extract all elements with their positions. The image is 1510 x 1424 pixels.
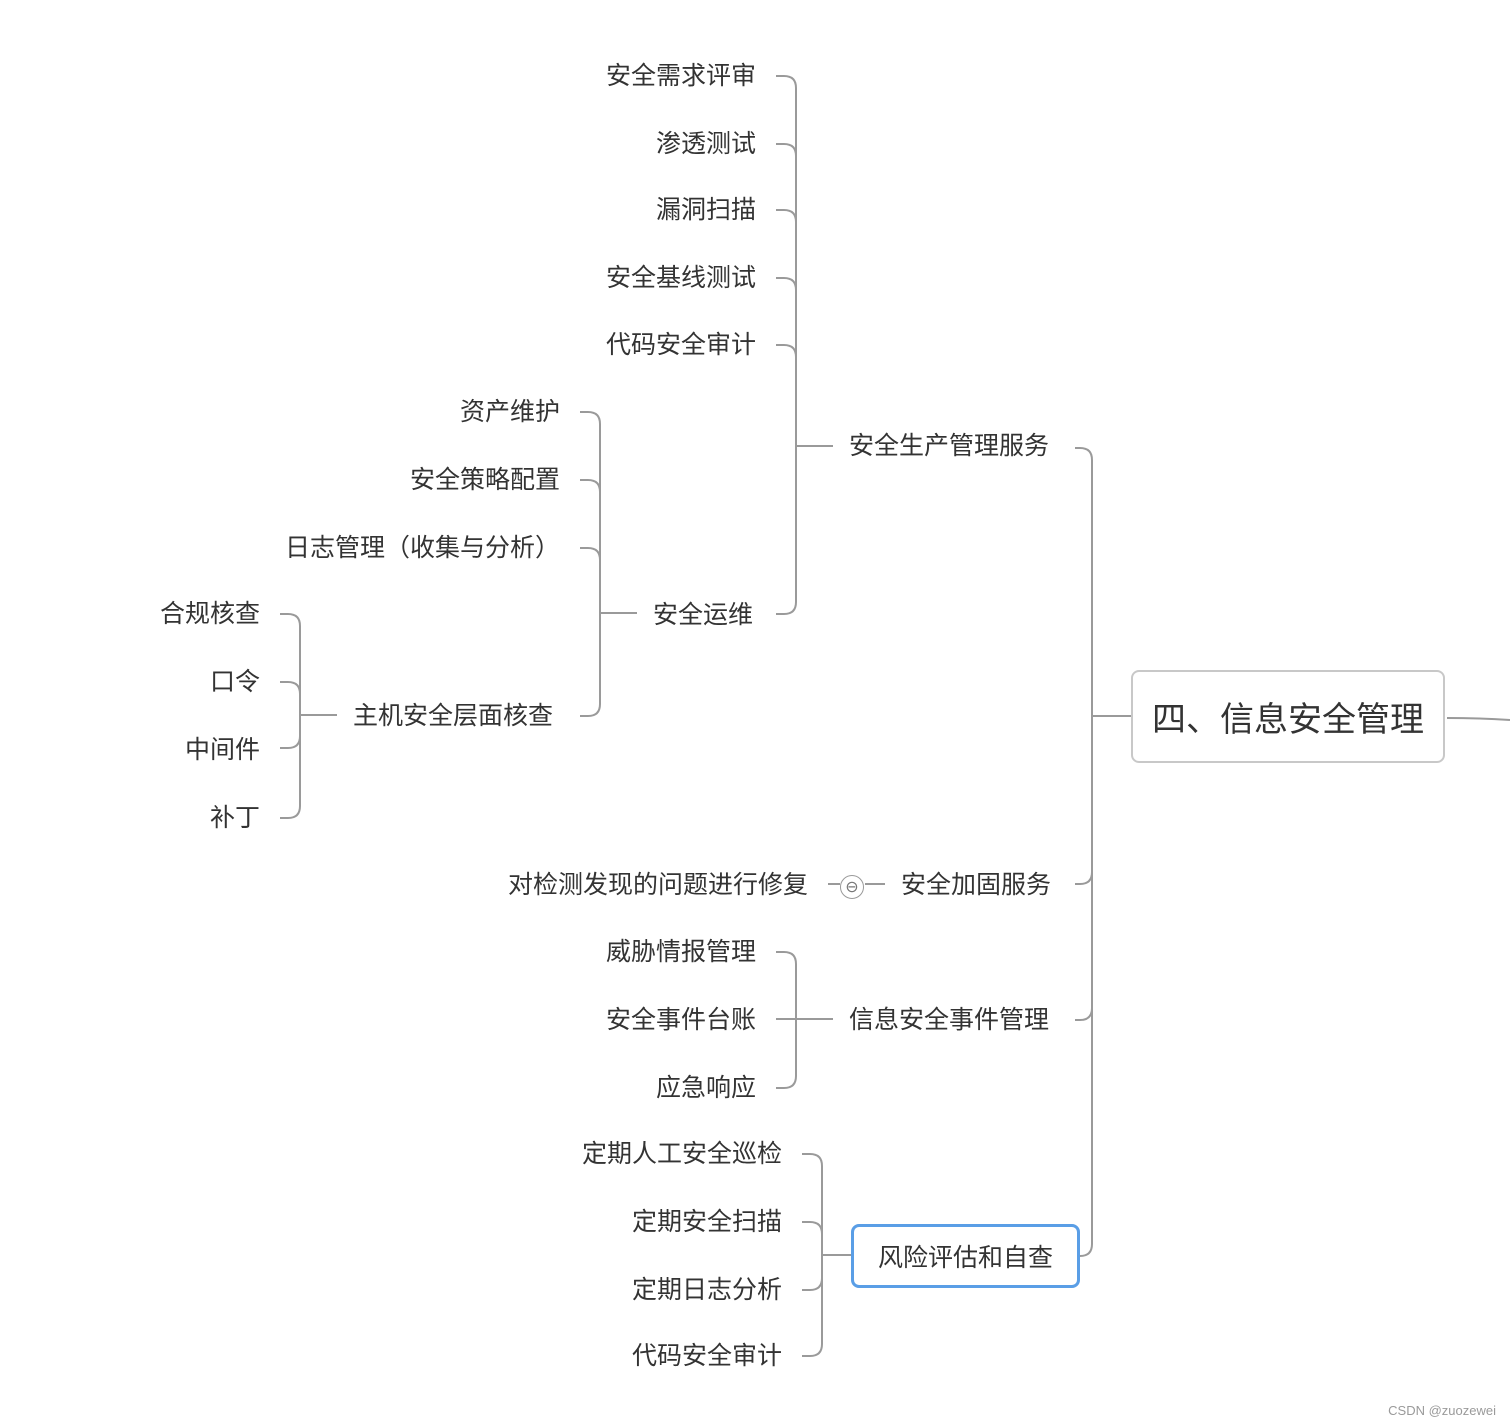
connector — [776, 277, 797, 291]
topic-risk-assessment[interactable]: 风险评估和自查 — [851, 1224, 1080, 1288]
subtopic[interactable]: 威胁情报管理 — [605, 937, 756, 966]
topic-incident[interactable]: 信息安全事件管理 — [849, 1005, 1050, 1034]
topic-hardening[interactable]: 安全加固服务 — [901, 870, 1052, 899]
connector — [1075, 871, 1093, 885]
connector — [802, 1153, 823, 1167]
connector — [280, 735, 301, 749]
subtopic[interactable]: 补丁 — [209, 803, 260, 832]
subtopic[interactable]: 安全策略配置 — [409, 465, 560, 494]
subtopic[interactable]: 代码安全审计 — [631, 1341, 782, 1370]
topic-security-ops[interactable]: 安全运维 — [653, 600, 754, 629]
connector — [802, 1277, 823, 1291]
connector — [280, 805, 301, 819]
connector — [580, 547, 601, 561]
subtopic[interactable]: 安全基线测试 — [605, 263, 756, 292]
subtopic[interactable]: 渗透测试 — [655, 129, 756, 158]
connector — [776, 951, 797, 965]
connector — [580, 479, 601, 493]
connector — [776, 344, 797, 358]
connector — [1075, 1007, 1093, 1021]
connector — [1075, 1243, 1093, 1257]
subtopic[interactable]: 安全需求评审 — [605, 61, 756, 90]
connector — [280, 681, 301, 695]
connector — [776, 209, 797, 223]
topic-risk-assessment-label: 风险评估和自查 — [877, 1243, 1053, 1272]
subtopic[interactable]: 漏洞扫描 — [655, 195, 756, 224]
subtopic[interactable]: 日志管理（收集与分析） — [284, 533, 560, 562]
subtopic[interactable]: 中间件 — [184, 735, 260, 764]
connector — [1446, 717, 1510, 721]
topic-security-production[interactable]: 安全生产管理服务 — [849, 431, 1050, 460]
subtopic[interactable]: 口令 — [209, 667, 260, 696]
topic-host-check[interactable]: 主机安全层面核查 — [353, 701, 554, 730]
connector — [802, 1221, 823, 1235]
subtopic[interactable]: 定期人工安全巡检 — [581, 1139, 782, 1168]
collapse-icon[interactable]: ⊖ — [840, 875, 864, 899]
subtopic[interactable]: 定期日志分析 — [631, 1275, 782, 1304]
subtopic[interactable]: 定期安全扫描 — [631, 1207, 782, 1236]
root-topic-label: 四、信息安全管理 — [1152, 700, 1424, 740]
connector — [280, 613, 301, 627]
watermark: CSDN @zuozewei — [1388, 1403, 1496, 1418]
subtopic[interactable]: 应急响应 — [655, 1073, 756, 1102]
subtopic[interactable]: 对检测发现的问题进行修复 — [507, 870, 808, 899]
collapse-glyph: ⊖ — [845, 877, 859, 896]
subtopic[interactable]: 代码安全审计 — [605, 330, 756, 359]
subtopic[interactable]: 资产维护 — [459, 397, 560, 426]
connector — [776, 601, 797, 615]
subtopic[interactable]: 合规核查 — [159, 599, 260, 628]
connector — [1075, 447, 1093, 461]
connector — [580, 703, 601, 717]
connector — [802, 1343, 823, 1357]
root-topic[interactable]: 四、信息安全管理 — [1131, 670, 1445, 763]
connector — [580, 411, 601, 425]
connector — [776, 143, 797, 157]
connector — [776, 75, 797, 89]
connector — [776, 1075, 797, 1089]
subtopic[interactable]: 安全事件台账 — [605, 1005, 756, 1034]
